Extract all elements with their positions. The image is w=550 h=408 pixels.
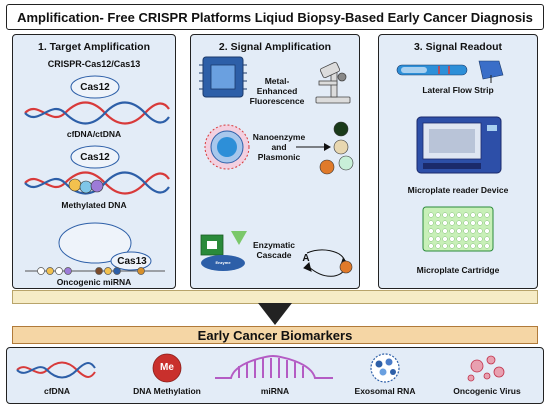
target-panel-title: 1. Target Amplification xyxy=(37,41,150,53)
dot-icon xyxy=(333,139,349,155)
enzyme-text: Enzyme xyxy=(215,260,231,265)
methyl-bead-icon xyxy=(79,180,93,194)
mirna-label: Oncogenic miRNA xyxy=(56,277,132,287)
figure-title: Amplification- Free CRISPR Platforms Liq… xyxy=(6,4,544,30)
exosome-icon xyxy=(370,353,400,383)
me-badge: Me xyxy=(160,362,174,373)
signal-illustrations xyxy=(199,56,354,277)
mirna-biomarker-label: miRNA xyxy=(260,386,290,396)
methylated-dna-label: Methylated DNA xyxy=(61,200,127,210)
methylation-icon xyxy=(152,353,182,383)
chip-icon xyxy=(199,56,247,98)
microscope-icon xyxy=(315,61,351,104)
cas13-complex xyxy=(58,222,132,264)
lateral-flow-strip-icon xyxy=(396,64,468,76)
mirna-icon xyxy=(215,354,333,379)
readout-illustrations xyxy=(396,60,504,252)
target-amplification-panel: 1. Target Amplification CRISPR-Cas12/Cas… xyxy=(12,34,176,289)
cfdna-biomarker-label: cfDNA xyxy=(44,386,70,396)
cas12-label-a: Cas12 xyxy=(80,82,110,93)
dot-icon xyxy=(333,121,349,137)
crispr-subtitle: CRISPR-Cas12/Cas13 xyxy=(47,59,141,69)
dot-icon xyxy=(338,155,354,171)
signal-panel-title: 2. Signal Amplification xyxy=(218,41,332,53)
target-illustrations xyxy=(24,75,170,275)
methyl-bead-icon xyxy=(90,179,104,193)
cas13-label: Cas13 xyxy=(117,256,147,267)
cas12-protein-a xyxy=(70,75,120,99)
microplate-cartridge-icon xyxy=(422,206,494,252)
signal-readout-panel: 3. Signal Readout xyxy=(378,34,538,289)
cas12-label-b: Cas12 xyxy=(80,152,110,163)
cas12-protein-b xyxy=(70,145,120,169)
biomarker-icons xyxy=(16,353,505,383)
dot-icon xyxy=(319,159,335,175)
readout-panel-title: 3. Signal Readout xyxy=(413,41,503,53)
lateral-flow-label: Lateral Flow Strip xyxy=(422,85,494,95)
exosomal-rna-label: Exosomal RNA xyxy=(354,386,416,396)
microplate-cartridge-label: Microplate Cartridge xyxy=(416,265,500,275)
nanoparticle-icon xyxy=(204,124,250,170)
methylation-biomarker-label: DNA Methylation xyxy=(133,386,201,396)
microplate-reader-label: Microplate reader Device xyxy=(407,185,509,195)
cascade-letter: A xyxy=(302,253,310,264)
cfdna-icon xyxy=(16,361,96,379)
methyl-bead-icon xyxy=(68,178,82,192)
methylated-dna-helix-icon xyxy=(24,171,170,195)
biomarkers-title: Early Cancer Biomarkers xyxy=(12,326,538,344)
oncogenic-virus-label: Oncogenic Virus xyxy=(453,386,521,396)
enzymatic-cascade-label: Enzymatic Cascade xyxy=(252,240,296,260)
enzyme-icon xyxy=(200,231,247,271)
pipette-icon xyxy=(478,60,504,83)
biomarkers-panel: Me cfDNA DNA Methylation miRNA Exosomal … xyxy=(6,347,544,404)
nanoenzyme-label: Nanoenzyme and Plasmonic xyxy=(252,132,306,162)
funnel-arrow-icon xyxy=(258,303,292,325)
signal-amplification-panel: 2. Signal Amplification xyxy=(190,34,360,289)
product-dot-icon xyxy=(339,260,353,274)
metal-enhanced-label: Metal- Enhanced Fluorescence xyxy=(249,76,305,106)
cas13-protein xyxy=(110,251,152,271)
cfdna-label: cfDNA/ctDNA xyxy=(66,129,122,139)
connector-bar xyxy=(12,290,538,304)
microplate-reader-icon xyxy=(416,116,502,174)
virus-icon xyxy=(467,355,505,382)
cfdna-helix-icon xyxy=(24,101,170,125)
